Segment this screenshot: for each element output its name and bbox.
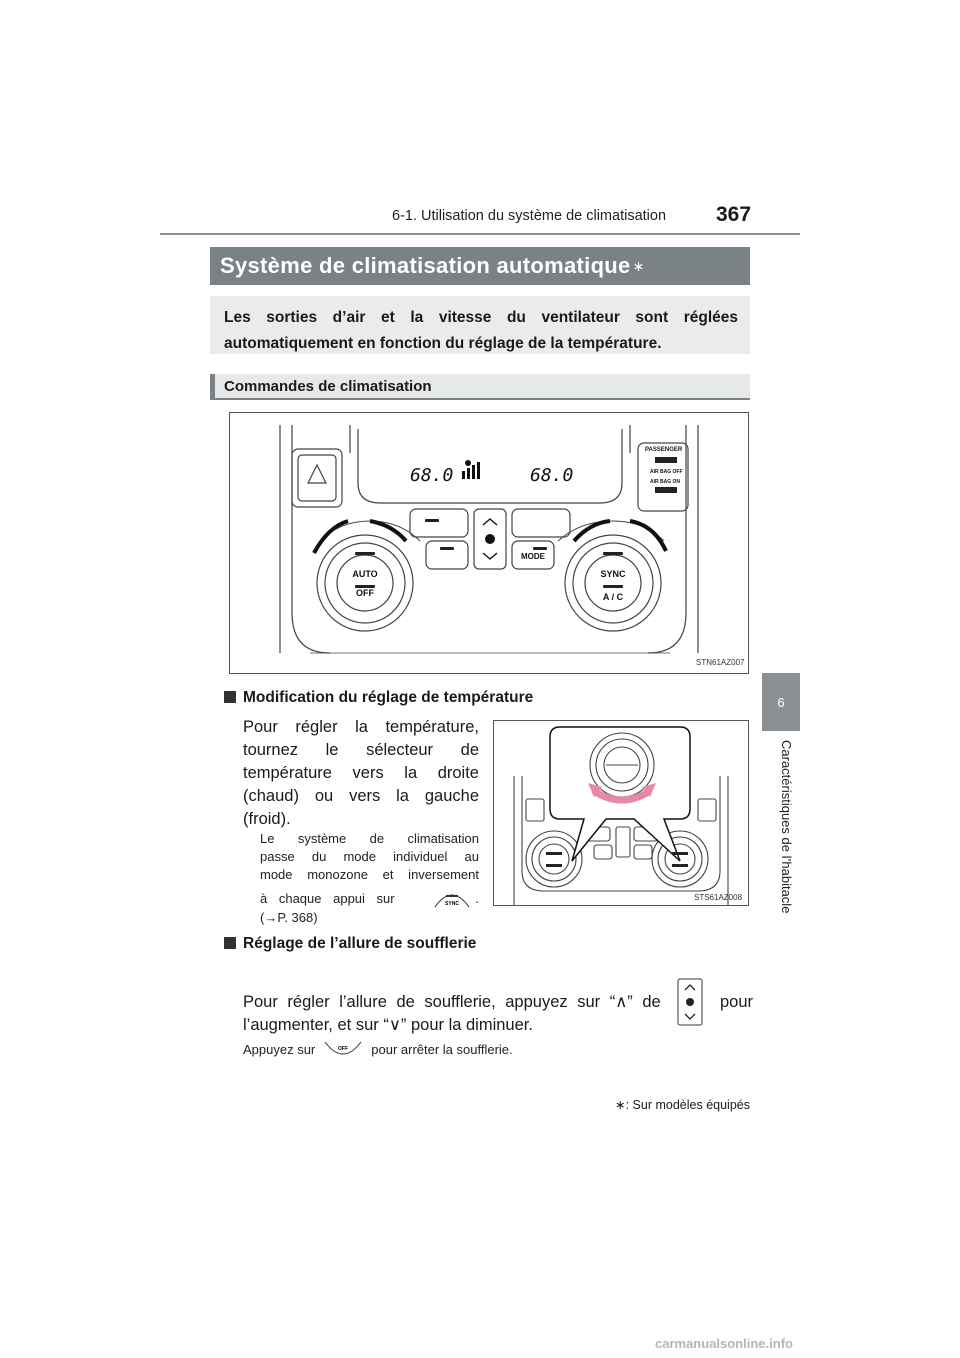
temperature-note-line-2: passe du mode individuel au [260, 849, 479, 864]
display-left-temp: 68.0 [410, 465, 453, 486]
footnote: ∗: Sur modèles équipés [615, 1098, 750, 1112]
temperature-heading-text: Modification du réglage de température [243, 689, 534, 706]
sync-button-icon: SYNC [434, 894, 470, 908]
intro-text: Les sorties d’air et la vitesse du venti… [210, 296, 750, 354]
sync-button-label: SYNC [600, 569, 626, 579]
page-number: 367 [716, 203, 752, 226]
temperature-line-4: (chaud) ou vers la gauche [243, 787, 479, 805]
ac-button-label: A / C [603, 592, 624, 602]
sync-icon-label: SYNC [445, 901, 459, 907]
passenger-label: PASSENGER [645, 447, 683, 453]
chapter-tab: 6 [762, 673, 800, 731]
fan-line-1-prefix: Pour régler l’allure de soufflerie, appu… [243, 992, 661, 1011]
subheading: Commandes de climatisation [210, 374, 750, 400]
auto-button-label: AUTO [352, 569, 377, 579]
sync-inline: SYNC . [433, 889, 479, 909]
off-button-label: OFF [356, 588, 374, 598]
temperature-note-line-4: à chaque appui sur SYNC . [260, 889, 479, 909]
display-right-temp: 68.0 [530, 465, 573, 486]
temperature-note-ref: (→P. 368) [260, 910, 318, 925]
square-bullet-icon [224, 691, 236, 703]
fan-heading-text: Réglage de l’allure de soufflerie [243, 935, 477, 952]
temperature-line-3: température vers la droite [243, 764, 479, 782]
fan-line-2: l’augmenter, et sur “∨” pour la diminuer… [243, 1016, 533, 1034]
temperature-note-line-1: Le système de climatisation [260, 831, 479, 846]
note-press-suffix: . [475, 891, 479, 906]
figure2-code: STS61AZ008 [694, 893, 743, 902]
title-marker: ∗ [632, 257, 645, 274]
climate-panel-figure: 68.0 68.0 PASSENGER AIR BAG OFF AIR BAG … [229, 412, 749, 674]
figure1-code: STN61AZ007 [696, 658, 745, 667]
airbag-on-label: AIR BAG ON [650, 479, 680, 485]
airbag-off-label: AIR BAG OFF [650, 469, 683, 475]
watermark: carmanualsonline.info [655, 1336, 793, 1351]
fan-speed-button-icon [677, 978, 703, 1026]
temperature-note-line-3: mode monozone et inversement [260, 867, 479, 882]
temperature-line-5: (froid). [243, 810, 291, 828]
fan-note-prefix: Appuyez sur [243, 1042, 316, 1057]
fan-note: Appuyez sur OFF pour arrêter la souffler… [243, 1040, 513, 1060]
section-header: 6-1. Utilisation du système de climatisa… [392, 208, 667, 224]
note-press-prefix: à chaque appui sur [260, 891, 395, 906]
page-title: Système de climatisation automatique∗ [210, 247, 750, 285]
temperature-dial-illustration [513, 726, 729, 905]
temperature-line-2: tournez le sélecteur de [243, 741, 479, 759]
climate-panel-illustration: 68.0 68.0 PASSENGER AIR BAG OFF AIR BAG … [279, 425, 699, 654]
chapter-title: Caractéristiques de l’habitacle [779, 740, 794, 914]
off-icon-label: OFF [338, 1046, 348, 1052]
page-title-text: Système de climatisation automatique [220, 253, 631, 278]
temperature-heading: Modification du réglage de température [224, 689, 533, 707]
header-rule [160, 233, 800, 235]
fan-line-1: Pour régler l’allure de soufflerie, appu… [243, 978, 753, 1026]
fan-line-1-suffix: pour [719, 992, 753, 1011]
square-bullet-icon [224, 937, 236, 949]
fan-heading: Réglage de l’allure de soufflerie [224, 935, 476, 953]
temperature-line-1: Pour régler la température, [243, 718, 479, 736]
fan-note-suffix: pour arrêter la soufflerie. [371, 1042, 513, 1057]
temperature-dial-figure: STS61AZ008 [493, 720, 749, 906]
mode-button-label: MODE [521, 552, 546, 561]
off-button-icon: OFF [324, 1041, 362, 1055]
chapter-number: 6 [777, 694, 785, 710]
